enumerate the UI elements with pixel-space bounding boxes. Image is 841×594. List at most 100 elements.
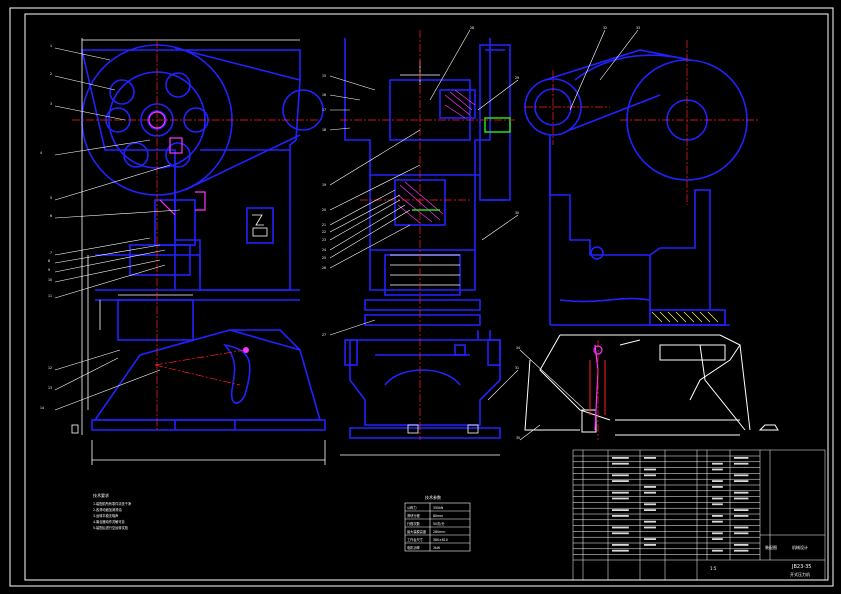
parts-cell-mark: [644, 509, 656, 511]
parts-cell-mark: [644, 538, 656, 540]
parts-cell-mark: [644, 503, 656, 506]
parts-cell-mark: [612, 526, 629, 529]
front-pivot: [243, 347, 249, 353]
callout-label: 12: [48, 366, 52, 370]
parts-cell-mark: [712, 480, 723, 482]
callout-label: 11: [48, 294, 52, 298]
callout-label: 21: [322, 223, 326, 227]
parts-cell-mark: [712, 468, 723, 471]
parts-cell-mark: [712, 549, 723, 552]
parts-cell-mark: [612, 549, 629, 552]
parts-cell-mark: [644, 486, 656, 488]
parts-cell-mark: [734, 526, 749, 529]
callout-label: 13: [48, 386, 52, 390]
parts-cell-mark: [734, 549, 749, 552]
side-callout-labels: 15 16 17 18 19 20 21 22 23 24 25 26 27 2…: [322, 26, 519, 370]
callout-label: 3: [50, 102, 52, 106]
callout-label: 1: [50, 44, 52, 48]
parts-cell-mark: [644, 491, 656, 494]
inner-frame: [24, 13, 829, 581]
rear-red-parts: [589, 360, 606, 415]
callout-label: 29: [515, 76, 519, 80]
callout-label: 6: [50, 214, 52, 218]
callout-label: 20: [322, 208, 326, 212]
parts-list: [572, 449, 826, 581]
parts-cell-mark: [644, 474, 656, 477]
callout-label: 22: [322, 230, 326, 234]
front-magenta-parts: [148, 111, 206, 216]
parts-cell-mark: [712, 503, 723, 506]
parts-cell-mark: [644, 457, 656, 459]
callout-label: 32: [603, 26, 607, 30]
parts-cell-mark: [712, 462, 723, 465]
parts-cell-mark: [712, 538, 723, 540]
spec-key: 行程次数: [407, 521, 421, 526]
callout-label: 23: [322, 238, 326, 242]
parts-cell-mark: [644, 544, 656, 546]
callout-label: 7: [50, 251, 52, 255]
parts-cell-mark: [712, 520, 723, 523]
spec-key: 公称力: [407, 505, 417, 510]
tech-line: 2.各滑动面加润滑油: [93, 507, 122, 512]
spec-key: 电机功率: [407, 545, 421, 550]
spec-key: 工作台尺寸: [407, 537, 424, 542]
callout-label: 10: [48, 278, 52, 282]
callout-label: 19: [322, 183, 326, 187]
side-centerlines: [340, 30, 515, 440]
parts-cell-mark: [734, 491, 749, 494]
spec-value: 80mm: [433, 514, 443, 518]
parts-cell-mark: [644, 468, 656, 471]
tech-requirements: 技术要求 1.装配前所有零件清洗干净 2.各滑动面加润滑油 3.运转平稳无噪声 …: [93, 492, 132, 530]
side-leaders: [329, 29, 519, 401]
tech-line: 5.装配后进行空运转试验: [93, 525, 129, 530]
parts-cell-mark: [644, 520, 656, 523]
rear-callout-labels: 32 33 34 35: [516, 26, 640, 440]
parts-cell-mark: [734, 457, 749, 459]
parts-cell-mark: [712, 532, 723, 535]
spec-key: 滑块行程: [407, 513, 421, 518]
parts-cell-mark: [644, 526, 656, 529]
parts-cell-mark: [612, 457, 629, 459]
parts-cell-mark: [712, 515, 723, 517]
sheet-label: 装配图: [765, 544, 777, 550]
rear-yellow-hatch: [651, 311, 719, 323]
callout-label: 2: [50, 72, 52, 76]
parts-cell-mark: [734, 480, 749, 482]
front-leaders: [54, 47, 181, 411]
parts-cell-mark: [612, 491, 629, 494]
callout-label: 33: [636, 26, 640, 30]
spec-value: 380×610: [433, 538, 448, 542]
callout-label: 14: [40, 406, 44, 410]
callout-label: 30: [515, 211, 519, 215]
parts-cell-mark: [734, 544, 749, 546]
parts-cell-mark: [612, 515, 629, 517]
spec-value: 3kW: [433, 546, 441, 550]
parts-cell-mark: [612, 544, 629, 546]
parts-cell-mark: [612, 532, 629, 535]
drawing-number: JB23-35: [791, 564, 811, 570]
spec-heading: 技术参数: [425, 494, 441, 500]
callout-label: 16: [322, 93, 326, 97]
school-name: 机械设计: [792, 544, 808, 550]
callout-label: 25: [322, 256, 326, 260]
parts-cell-mark: [612, 480, 629, 482]
title-block: JB23-35 开式压力机 机械设计 装配图 1:5: [710, 544, 811, 577]
callout-label: 26: [322, 266, 326, 270]
drawing-name: 开式压力机: [790, 571, 810, 577]
spec-key: 最大装模高度: [407, 529, 427, 534]
callout-label: 9: [48, 268, 50, 272]
spec-value: 50次/分: [433, 521, 445, 526]
callout-label: 18: [322, 128, 326, 132]
callout-label: 8: [48, 259, 50, 263]
tech-heading: 技术要求: [93, 492, 109, 498]
parts-cell-mark: [734, 509, 749, 511]
parts-cell-mark: [712, 497, 723, 500]
outer-frame: [9, 7, 834, 587]
callout-label: 15: [322, 74, 326, 78]
tech-line: 4.离合器动作灵敏可靠: [93, 519, 126, 524]
callout-label: 24: [322, 248, 326, 252]
callout-label: 4: [40, 151, 42, 155]
scale-label: 1:5: [710, 566, 717, 571]
parts-cell-mark: [612, 497, 629, 500]
parts-cell-mark: [612, 474, 629, 477]
